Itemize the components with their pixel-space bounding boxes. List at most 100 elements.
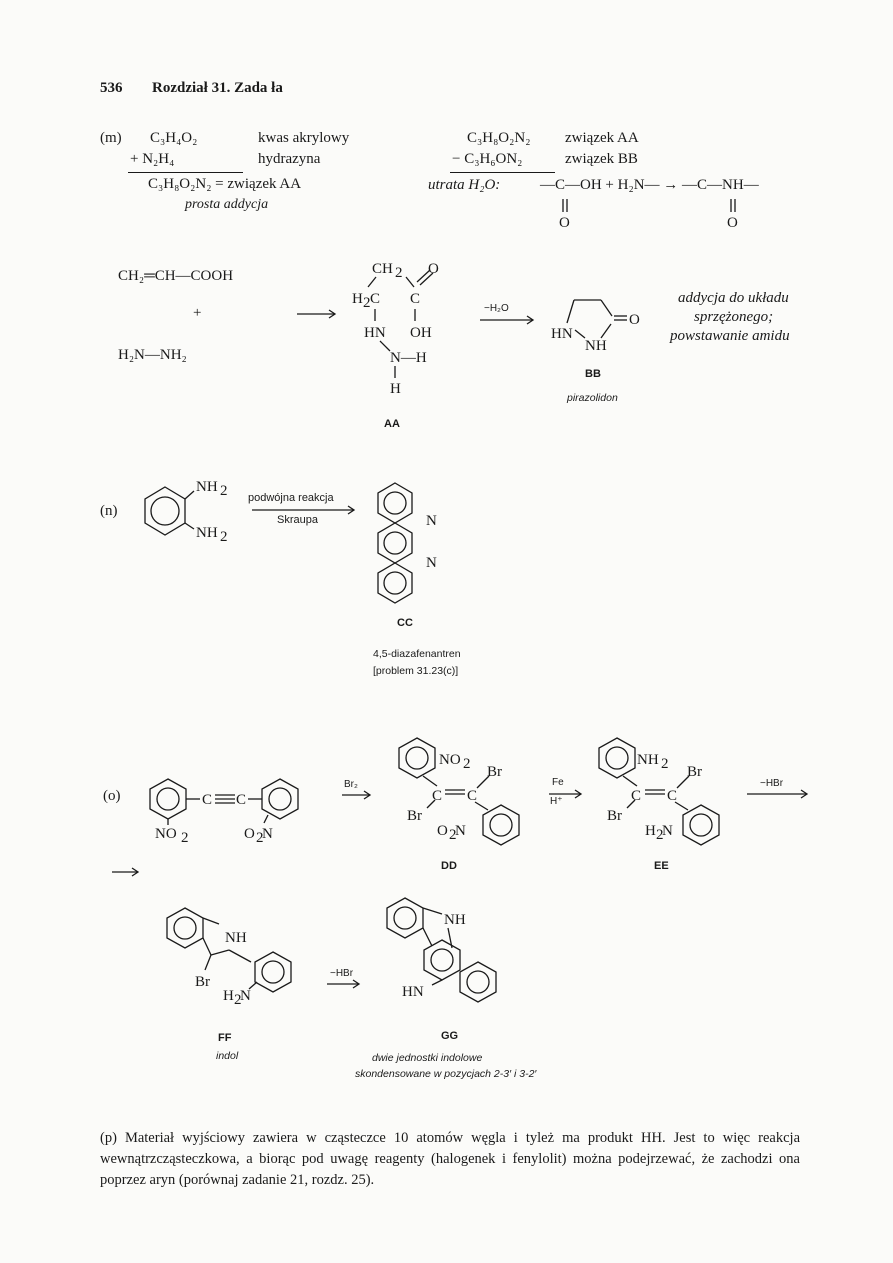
svg-text:2: 2 (395, 265, 403, 281)
svg-text:Br: Br (195, 974, 210, 990)
svg-text:NH: NH (225, 930, 247, 946)
svg-text:NH: NH (585, 338, 607, 354)
reactant-formula: − C₃H₆ON₂ (452, 151, 523, 167)
svg-text:C: C (202, 792, 212, 808)
svg-text:O: O (629, 312, 640, 328)
arrow-label: −HBr (330, 968, 354, 979)
compound-label-dd: DD (441, 860, 457, 872)
note-text: addycja do układu (678, 290, 789, 306)
svg-text:HN: HN (551, 326, 573, 342)
svg-text:N: N (240, 988, 251, 1004)
reaction-arrow (549, 789, 583, 799)
svg-text:2: 2 (661, 756, 669, 772)
reaction-arrow (112, 867, 140, 877)
arrow-label: podwójna reakcja (248, 492, 334, 504)
svg-text:O: O (727, 215, 738, 231)
reactant-formula: C₃H₄O₂ (150, 130, 198, 146)
svg-text:N: N (455, 823, 466, 839)
arrow-label: H⁺ (550, 796, 563, 807)
paragraph-p: (p) Materiał wyjściowy zawiera w cząstec… (100, 1130, 800, 1188)
reaction-arrow (297, 309, 337, 319)
svg-text:CH: CH (372, 261, 393, 277)
svg-text:2: 2 (220, 483, 228, 499)
svg-text:Br: Br (607, 808, 622, 824)
structure-cc: N N (377, 482, 437, 604)
svg-text:O: O (428, 261, 439, 277)
svg-text:C: C (432, 788, 442, 804)
carbonyl-oxygens: O O (559, 199, 738, 231)
svg-text:Br: Br (407, 808, 422, 824)
section-label-m: (m) (100, 130, 122, 146)
sum-result: C₃H₈O₂N₂ = związek AA (148, 176, 302, 192)
sum-line (450, 172, 555, 173)
svg-text:H: H (390, 381, 401, 397)
note-text: powstawanie amidu (670, 328, 790, 344)
acrylic-acid: CH₂═CH—COOH (118, 268, 234, 284)
svg-text:OH: OH (410, 325, 432, 341)
svg-text:O: O (244, 826, 255, 842)
compound-label-bb: BB (585, 368, 601, 380)
svg-text:C: C (631, 788, 641, 804)
reaction-arrow (252, 505, 356, 515)
svg-text:2: 2 (181, 830, 189, 846)
svg-text:O: O (437, 823, 448, 839)
reactant-formula: + N₂H₄ (130, 151, 175, 167)
arrow-label: Fe (552, 777, 564, 788)
svg-text:HN: HN (402, 984, 424, 1000)
svg-text:NH: NH (444, 912, 466, 928)
note-text: sprzężonego; (694, 309, 774, 325)
note-text: prosta addycja (185, 197, 269, 212)
svg-text:N: N (426, 513, 437, 529)
svg-text:NO: NO (439, 752, 461, 768)
svg-text:N—H: N—H (390, 350, 427, 366)
svg-text:C: C (467, 788, 477, 804)
compound-name: dwie jednostki indolowe (372, 1052, 483, 1064)
svg-text:NH: NH (196, 525, 218, 541)
page-number: 536 (100, 80, 123, 96)
svg-text:HN: HN (364, 325, 386, 341)
compound-label-cc: CC (397, 617, 413, 629)
reactant-name: związek BB (565, 151, 638, 167)
svg-text:Br: Br (487, 764, 502, 780)
svg-text:N: N (426, 555, 437, 571)
problem-reference: [problem 31.23(c)] (373, 665, 459, 677)
compound-name: skondensowane w pozycjach 2-3′ i 3-2′ (355, 1068, 537, 1080)
compound-label-ff: FF (218, 1032, 232, 1044)
svg-text:C: C (410, 291, 420, 307)
plus-sign: + (193, 305, 202, 321)
compound-label-aa: AA (384, 418, 400, 430)
structure-gg: NH HN (386, 897, 497, 1003)
svg-text:O: O (559, 215, 570, 231)
svg-text:Br: Br (687, 764, 702, 780)
svg-text:C: C (236, 792, 246, 808)
svg-text:N: N (662, 823, 673, 839)
svg-text:NH: NH (637, 752, 659, 768)
compound-name: indol (216, 1050, 239, 1062)
svg-text:C: C (667, 788, 677, 804)
arrow-label: −HBr (760, 778, 784, 789)
compound-label-gg: GG (441, 1030, 459, 1042)
svg-text:2: 2 (449, 827, 457, 843)
loss-equation: —C—OH + H₂N— → —C—NH— (540, 177, 759, 193)
svg-text:NH: NH (196, 479, 218, 495)
sum-line (128, 172, 243, 173)
reaction-arrow (327, 979, 361, 989)
svg-text:C: C (370, 291, 380, 307)
svg-text:H: H (645, 823, 656, 839)
svg-text:2: 2 (363, 295, 371, 311)
svg-text:NO: NO (155, 826, 177, 842)
loss-label: utrata H₂O: (428, 177, 501, 193)
reaction-arrow (747, 789, 809, 799)
reaction-arrow (342, 790, 372, 800)
compound-label-ee: EE (654, 860, 669, 872)
svg-text:2: 2 (463, 756, 471, 772)
svg-text:2: 2 (234, 992, 242, 1008)
reaction-arrow (480, 315, 535, 325)
svg-text:N: N (262, 826, 273, 842)
